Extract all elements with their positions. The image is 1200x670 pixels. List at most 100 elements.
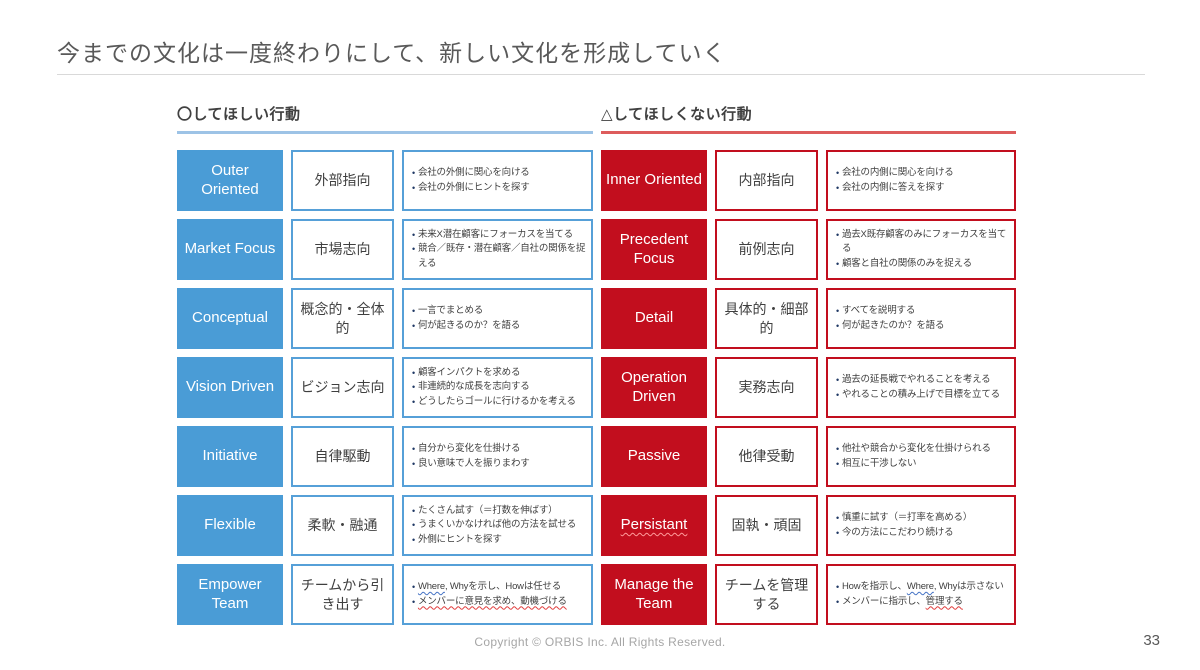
bullet-text: 今の方法にこだわり続ける — [841, 526, 954, 538]
bullet-content: 未来X潜在顧客にフォーカスを当てる — [418, 228, 573, 242]
bullet-dot: • — [412, 306, 415, 317]
section-header-undesired: △してほしくない行動 — [601, 103, 1016, 134]
bullet-text: 一言でまとめる — [417, 305, 484, 317]
page-number: 33 — [1143, 632, 1160, 649]
behavior-name-label: Vision Driven — [185, 378, 275, 396]
behavior-row: Vision Driven ビジョン志向 •顧客インパクトを求める •非連続的な成長を… — [177, 357, 593, 418]
bullet-text: 会社の内側に答えを探す — [841, 181, 945, 193]
bullet-text: 慎重に試す（＝打率を高める） — [841, 512, 973, 524]
bullet-text: 非連続的な成長を志向する — [417, 381, 530, 393]
bullet-dot: • — [412, 596, 415, 607]
bullet-dot: • — [836, 444, 839, 455]
behavior-japanese-box: チームから引き出す — [291, 564, 394, 625]
behavior-japanese-box: 市場志向 — [291, 219, 394, 280]
behavior-japanese-box: ビジョン志向 — [291, 357, 394, 418]
bullet-text: Howを指示し、 — [841, 581, 907, 593]
behavior-name-box: Operation Driven — [601, 357, 707, 418]
behavior-japanese-box: 自律駆動 — [291, 426, 394, 487]
bullet-item: •今の方法にこだわり続ける — [833, 526, 1009, 540]
bullet-dot: • — [836, 513, 839, 524]
bullet-text: 外側にヒントを探す — [417, 533, 502, 545]
bullet-text: 競合／既存・潜在顧客／自社の関係を捉える — [417, 243, 586, 269]
bullet-content: 一言でまとめる — [418, 304, 483, 318]
behavior-japanese-box: チームを管理する — [715, 564, 818, 625]
behavior-name-box: Passive — [601, 426, 707, 487]
bullet-item: •過去X既存顧客のみにフォーカスを当てる — [833, 228, 1009, 257]
bullet-item: •良い意味で人を振りまわす — [409, 457, 586, 471]
bullet-content: たくさん試す（＝打数を伸ばす） — [418, 504, 558, 518]
bullet-dot: • — [412, 534, 415, 545]
bullet-text: 会社の外側にヒントを探す — [417, 181, 530, 193]
bullet-text: 会社の内側に関心を向ける — [841, 167, 954, 179]
bullet-item: •Where, Whyを示し、Howは任せる — [409, 580, 586, 594]
behavior-name-box: Initiative — [177, 426, 283, 487]
bullet-text: 他社や競合から変化を仕掛けられる — [841, 443, 991, 455]
behavior-description-box: •未来X潜在顧客にフォーカスを当てる•競合／既存・潜在顧客／自社の関係を捉える — [402, 219, 593, 280]
bullet-item: •顧客と自社の関係のみを捉える — [833, 257, 1009, 271]
bullet-dot: • — [412, 396, 415, 407]
bullet-content: 非連続的な成長を志向する — [418, 380, 530, 394]
behavior-name-label: Market Focus — [184, 240, 276, 258]
bullet-text: メンバーに意見を求め、動機づける — [417, 595, 567, 607]
behavior-name-box: Outer Oriented — [177, 150, 283, 211]
behavior-row: Manage the Team チームを管理する •Howを指示し、Where, W… — [601, 564, 1016, 625]
bullet-content: 競合／既存・潜在顧客／自社の関係を捉える — [418, 242, 586, 271]
bullet-item: •相互に干渉しない — [833, 457, 1009, 471]
behavior-name-box: Vision Driven — [177, 357, 283, 418]
bullet-text: 管理する — [925, 595, 963, 607]
bullet-text: 相互に干渉しない — [841, 457, 917, 469]
bullet-text: 未来X潜在顧客にフォーカスを当てる — [417, 229, 573, 241]
behavior-description-box: •自分から変化を仕掛ける•良い意味で人を振りまわす — [402, 426, 593, 487]
bullet-dot: • — [412, 230, 415, 241]
bullet-content: 何が起きるのか？を語る — [418, 319, 520, 333]
bullet-item: •メンバーに意見を求め、動機づける — [409, 595, 586, 609]
bullet-text: 顧客インパクトを求める — [417, 366, 521, 378]
bullet-item: •何が起きるのか？を語る — [409, 319, 586, 333]
behavior-name-box: Detail — [601, 288, 707, 349]
bullet-text: たくさん試す（＝打数を伸ばす） — [417, 504, 558, 516]
behavior-description-box: •慎重に試す（＝打率を高める）•今の方法にこだわり続ける — [826, 495, 1016, 556]
bullet-text: うまくいかなければ他の方法を試せる — [417, 519, 577, 531]
behavior-name-box: Flexible — [177, 495, 283, 556]
behavior-name-label: Outer Oriented — [201, 161, 259, 198]
behavior-japanese-box: 外部指向 — [291, 150, 394, 211]
behavior-japanese-box: 内部指向 — [715, 150, 818, 211]
bullet-text: どうしたらゴールに行けるかを考える — [417, 395, 576, 407]
bullet-item: •会社の内側に関心を向ける — [833, 166, 1009, 180]
behavior-japanese-box: 他律受動 — [715, 426, 818, 487]
bullet-item: •たくさん試す（＝打数を伸ばす） — [409, 504, 586, 518]
bullet-content: やれることの積み上げで目標を立てる — [842, 388, 1000, 402]
bullet-text: やれることの積み上げで目標を立てる — [841, 388, 1000, 400]
bullet-dot: • — [836, 320, 839, 331]
bullet-text: 顧客と自社の関係のみを捉える — [841, 257, 972, 269]
bullet-text: 自分から変化を仕掛ける — [417, 443, 521, 455]
behavior-name-label: Inner Oriented — [606, 171, 702, 189]
bullet-item: •自分から変化を仕掛ける — [409, 442, 586, 456]
behavior-description-box: •すべてを説明する •何が起きたのか？を語る — [826, 288, 1016, 349]
behavior-description-box: •たくさん試す（＝打数を伸ばす）•うまくいかなければ他の方法を試せる•外側にヒン… — [402, 495, 593, 556]
bullet-content: すべてを説明する — [842, 304, 915, 318]
bullet-text: 良い意味で人を振りまわす — [417, 457, 530, 469]
bullet-item: •何が起きたのか？を語る — [833, 319, 1009, 333]
bullet-item: •Howを指示し、Where, Whyは示さない — [833, 580, 1009, 594]
bullet-text: すべてを説明する — [841, 305, 916, 317]
bullet-item: •顧客インパクトを求める — [409, 366, 586, 380]
behavior-japanese-box: 具体的・細部的 — [715, 288, 818, 349]
bullet-content: メンバーに指示し、管理する — [842, 595, 963, 609]
bullet-dot: • — [836, 168, 839, 179]
behavior-japanese-box: 柔軟・融通 — [291, 495, 394, 556]
bullet-content: Howを指示し、Where, Whyは示さない — [842, 580, 1004, 594]
bullet-text: , Whyは示さない — [933, 581, 1004, 593]
behavior-name-label: Manage the Team — [614, 575, 694, 612]
behavior-name-box: Precedent Focus — [601, 219, 707, 280]
bullet-text: Where — [417, 581, 445, 593]
bullet-text: 会社の外側に関心を向ける — [417, 167, 530, 179]
bullet-dot: • — [836, 527, 839, 538]
bullet-item: •会社の外側にヒントを探す — [409, 181, 586, 195]
